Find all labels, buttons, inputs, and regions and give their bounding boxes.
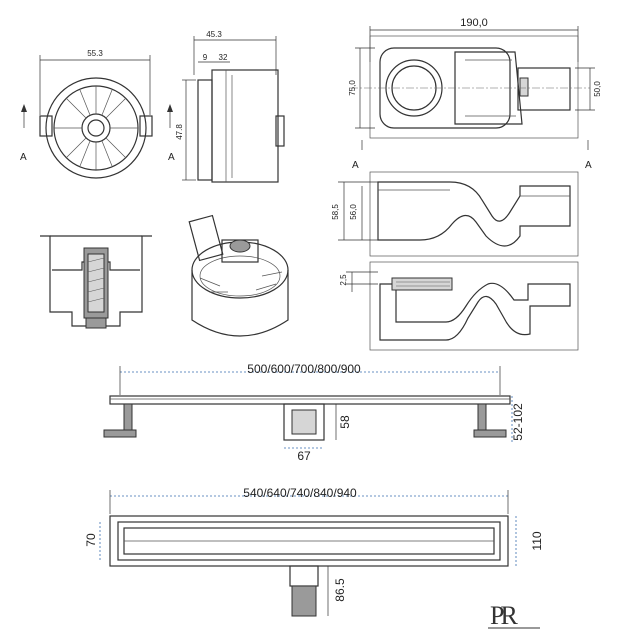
- trap-front-view: 55.3 A A: [20, 49, 175, 179]
- side-width-dim: 45.3: [206, 30, 222, 39]
- top-length-dim: 190,0: [460, 17, 488, 29]
- channel-outer-width: 110: [530, 531, 544, 550]
- top-section-label-a-right: A: [585, 160, 592, 171]
- channel-inner-width: 70: [84, 533, 98, 547]
- channel-top-length-dim: 540/640/740/840/940: [243, 486, 357, 500]
- channel-side-view: 500/600/700/800/900 58 67 52-102: [103, 362, 525, 463]
- side-height-dim: 47.8: [175, 124, 184, 140]
- top-height-dim: 75,0: [348, 80, 357, 96]
- side-dim-b: 32: [219, 53, 228, 62]
- section-height-b: 56,0: [349, 204, 358, 220]
- trap-top-view: 190,0 75,0 50,0 A A: [348, 17, 602, 171]
- top-section-label-a-left: A: [352, 160, 359, 171]
- section-label-a-right: A: [168, 152, 175, 163]
- channel-top-view: 540/640/740/840/940 70 110 86.5: [84, 486, 544, 617]
- trap-side-view: 45.3 9 32 47.8: [175, 30, 285, 183]
- channel-trap-width: 67: [297, 449, 311, 463]
- trap-side-section: 58,5 56,0: [331, 171, 579, 257]
- section-height-a: 58,5: [331, 204, 340, 220]
- section-label-a-left: A: [20, 152, 27, 163]
- channel-trap-height: 58: [338, 415, 352, 429]
- top-outlet-dim: 50,0: [593, 81, 602, 97]
- trap-section-a: 2,5: [339, 261, 579, 351]
- channel-height-range: 52-102: [511, 403, 525, 441]
- channel-outlet-depth: 86.5: [333, 578, 347, 602]
- logo-mark: PR: [490, 601, 518, 630]
- trap-3d-view: [188, 214, 289, 337]
- channel-length-dim: 500/600/700/800/900: [247, 362, 361, 376]
- section-a-dim: 2,5: [339, 274, 348, 286]
- trap-cutaway-view: [40, 235, 152, 329]
- brand-logo: PR: [488, 601, 540, 630]
- side-dim-a: 9: [203, 53, 208, 62]
- front-width-dim: 55.3: [87, 49, 103, 58]
